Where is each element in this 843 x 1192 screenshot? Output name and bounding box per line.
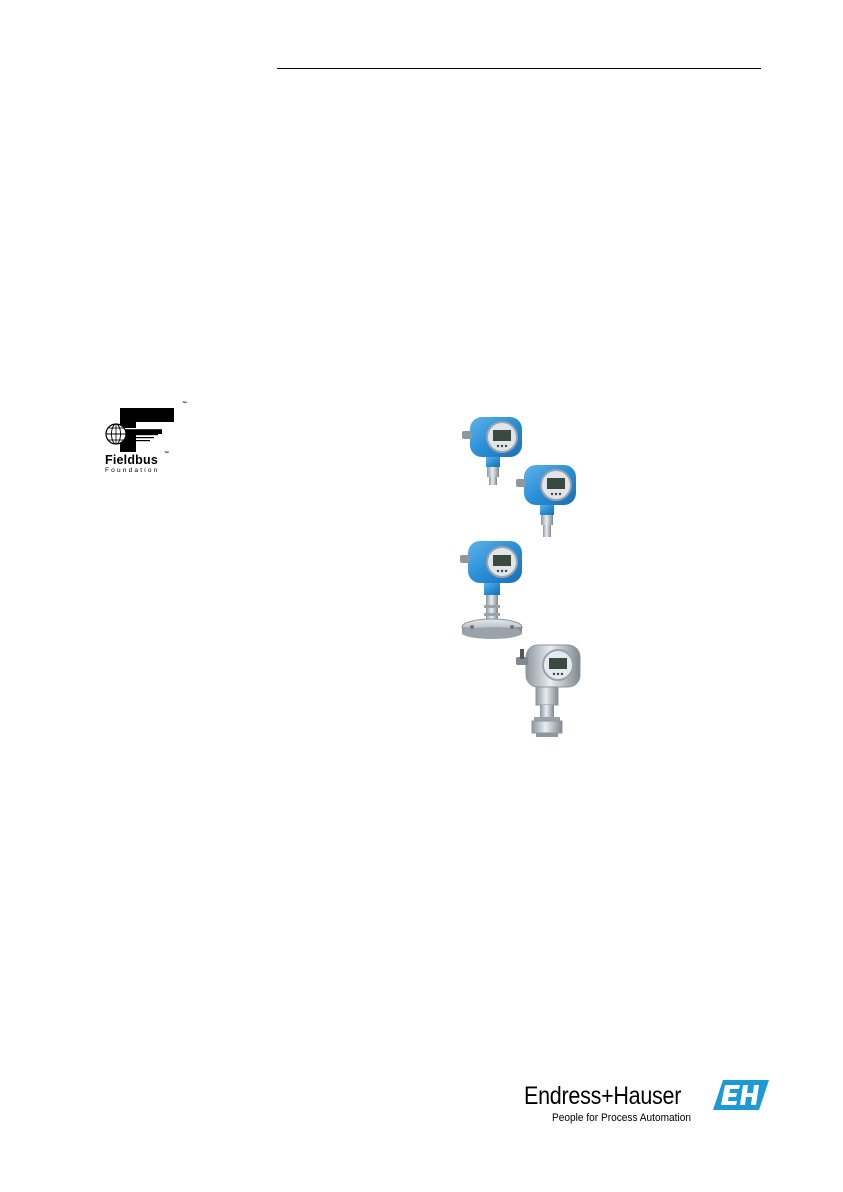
fieldbus-emblem-icon bbox=[102, 402, 194, 454]
pressure-transmitters-icon bbox=[454, 405, 604, 740]
fieldbus-word: Fieldbus bbox=[105, 454, 158, 467]
product-family-image bbox=[454, 405, 604, 740]
header-rule bbox=[277, 68, 761, 69]
fieldbus-foundation-logo: ™ Fieldbus ™ Foundation bbox=[102, 402, 194, 480]
foundation-word: Foundation bbox=[105, 468, 160, 475]
trademark-symbol-word: ™ bbox=[164, 452, 169, 457]
endress-hauser-logo: Endress+Hauser People for Process Automa… bbox=[522, 1080, 770, 1130]
brand-slogan: People for Process Automation bbox=[552, 1113, 691, 1124]
trademark-symbol: ™ bbox=[182, 402, 187, 407]
brand-name: Endress+Hauser bbox=[524, 1084, 681, 1109]
eh-mark-icon bbox=[713, 1080, 769, 1110]
